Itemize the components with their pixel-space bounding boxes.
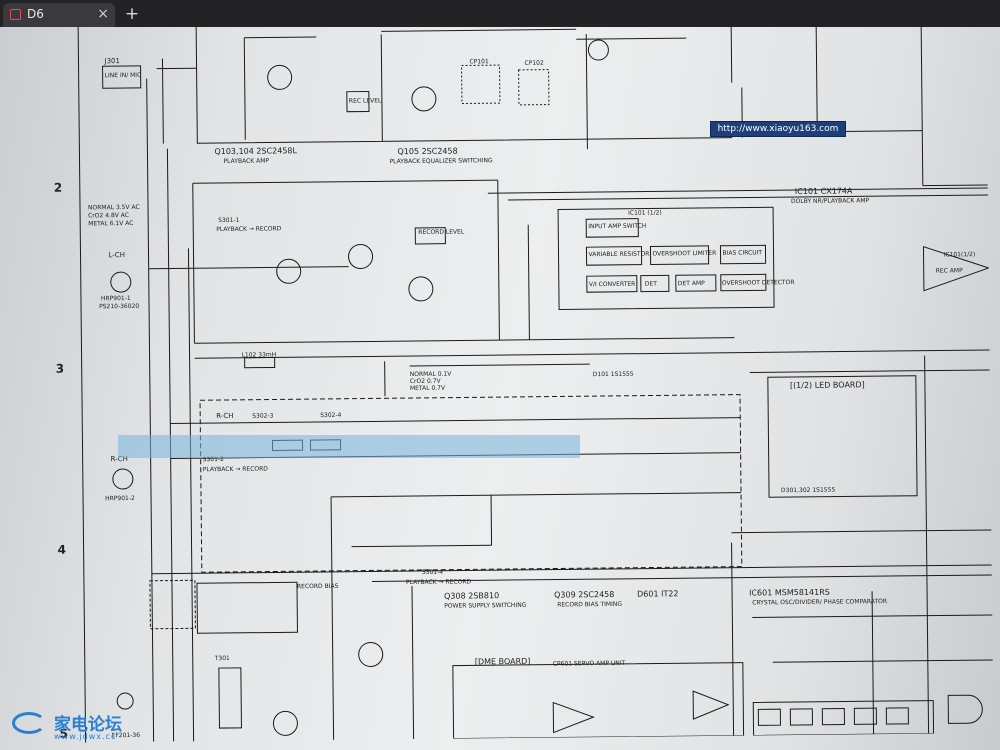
highlight-bar [118,435,580,458]
label-lch: L-CH [108,251,125,259]
label-cp102: CP102 [524,60,544,67]
label-t301: T301 [214,655,230,662]
watermark-name: 家电论坛 [54,715,122,735]
label-pb-rec2: PLAYBACK → RECORD [203,466,269,474]
label-ic101-half: IC101 (1/2) [628,209,662,216]
label-led-board: [(1/2) LED BOARD] [790,380,865,390]
label-overshoot-lim: OVERSHOOT LIMITER [652,250,716,258]
label-s302-3: S302-3 [252,412,273,419]
label-metal-v: METAL 0.7V [410,385,446,392]
coord-4: 4 [58,543,67,557]
label-hrp-r: HRP901-2 [105,495,135,502]
schematic-diagram: 2 3 4 5 J301 LINE IN/ MIC Q103,104 2SC24… [54,27,993,743]
label-det: DET [645,280,657,287]
coord-5: 5 [59,727,68,741]
label-det-amp: DET AMP [678,280,705,287]
label-cp601: CP601 SERVO AMP UNIT [553,660,626,668]
label-rch-box: R-CH [216,412,233,420]
new-tab-button[interactable]: + [124,4,140,24]
watermark: 家电论坛 www.jdwx.cc [8,710,178,746]
label-ic601: IC601 MSM58141RS [749,588,830,598]
label-ic101: IC101 CX174A [795,186,853,196]
schematic-paper: 2 3 4 5 J301 LINE IN/ MIC Q103,104 2SC24… [0,27,1000,750]
coord-3: 3 [56,362,65,376]
label-cro2-v: CrO2 0.7V [410,378,442,385]
label-hrp-l: HRP901-1 [101,295,131,302]
label-rch: R-CH [111,455,128,463]
label-ic601-sub: CRYSTAL OSC/DIVIDER/ PHASE COMPARATOR [752,598,887,606]
document-icon [10,9,21,20]
label-q103: Q103,104 2SC2458L [214,146,297,156]
label-d101: D101 1S1555 [593,371,634,378]
label-l102: L102 33mH [242,351,277,358]
label-vi-conv: V/I CONVERTER [589,281,636,288]
label-cp101: CP101 [469,58,489,65]
label-input-amp: INPUT AMP SWITCH [588,223,646,231]
label-ef201: EF201-36 [112,732,141,739]
url-badge: http://www.xiaoyu163.com [710,121,846,137]
label-rec-bias: RECORD BIAS [297,583,339,590]
label-q103-sub: PLAYBACK AMP [224,158,270,165]
tab-d6[interactable]: D6 × [3,3,115,27]
label-pb-rec: PLAYBACK → RECORD [216,225,282,233]
label-var-res: VARIABLE RESISTOR [588,251,649,259]
label-rec-amp: REC AMP [936,267,963,274]
label-j301: J301 [103,57,120,65]
tab-bar: D6 × + [0,0,1000,27]
label-s302-4: S302-4 [320,412,341,419]
label-d601: D601 IT22 [637,589,678,598]
label-s301-2: S301-2 [203,456,224,463]
tab-title: D6 [27,7,44,21]
label-record-level: RECORD LEVEL [418,228,465,235]
label-q308: Q308 2SB810 [444,591,499,601]
label-metal-ac: METAL 6.1V AC [88,220,133,227]
label-bias-ckt: BIAS CIRCUIT [722,249,762,256]
label-ps210: PS210-36020 [99,303,139,310]
forum-logo-icon [12,712,46,734]
label-dme: [DME BOARD] [475,657,531,667]
close-icon[interactable]: × [97,6,109,22]
label-q309: Q309 2SC2458 [554,590,614,600]
label-line-mic: LINE IN/ MIC [105,72,142,79]
label-q105: Q105 2SC2458 [397,147,457,157]
coord-2: 2 [54,181,63,195]
label-rec-level: REC LEVEL [349,97,382,104]
image-viewer[interactable]: 2 3 4 5 J301 LINE IN/ MIC Q103,104 2SC24… [0,27,1000,750]
label-s301-1: S301-1 [218,217,239,224]
label-overshoot-det: OVERSHOOT DETECTOR [722,279,795,287]
label-s301-4: S301-4 [422,569,443,576]
label-q105-sub: PLAYBACK EQUALIZER SWITCHING [390,157,493,165]
label-d301: D301,302 1S1555 [781,487,835,495]
label-normal-ac: NORMAL 3.5V AC [88,204,140,212]
label-normal-v: NORMAL 0.1V [410,371,453,378]
label-q308-sub: POWER SUPPLY SWITCHING [444,602,527,610]
label-q309-sub: RECORD BIAS TIMING [557,601,622,609]
label-cro2-ac: CrO2 4.8V AC [88,212,129,219]
label-ic101-2: IC101(1/2) [944,251,976,258]
watermark-site: www.jdwx.cc [54,732,117,741]
label-ic101-sub: DOLBY NR/PLAYBACK AMP [791,197,870,205]
label-pb-rec3: PLAYBACK → RECORD [406,578,472,586]
